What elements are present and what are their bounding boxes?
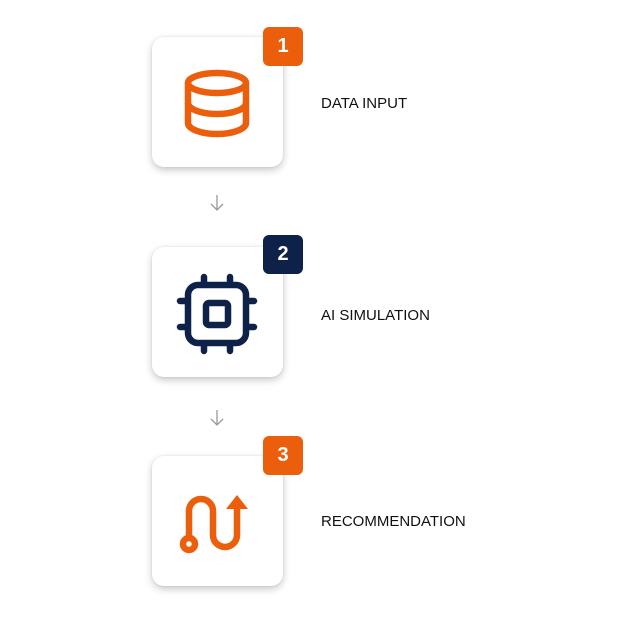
cpu-chip-icon xyxy=(176,273,258,355)
step-card xyxy=(152,247,283,377)
step-number-badge: 1 xyxy=(263,27,303,66)
step-label: AI SIMULATION xyxy=(321,307,430,324)
arrow-down-icon xyxy=(210,410,224,426)
database-icon xyxy=(184,69,250,138)
step-card xyxy=(152,456,283,586)
route-icon xyxy=(179,495,248,554)
step-number-badge: 2 xyxy=(263,235,303,274)
step-label: RECOMMENDATION xyxy=(321,513,466,530)
step-number-badge: 3 xyxy=(263,436,303,475)
arrow-down-icon xyxy=(210,195,224,211)
step-card xyxy=(152,37,283,167)
step-label: DATA INPUT xyxy=(321,95,408,112)
